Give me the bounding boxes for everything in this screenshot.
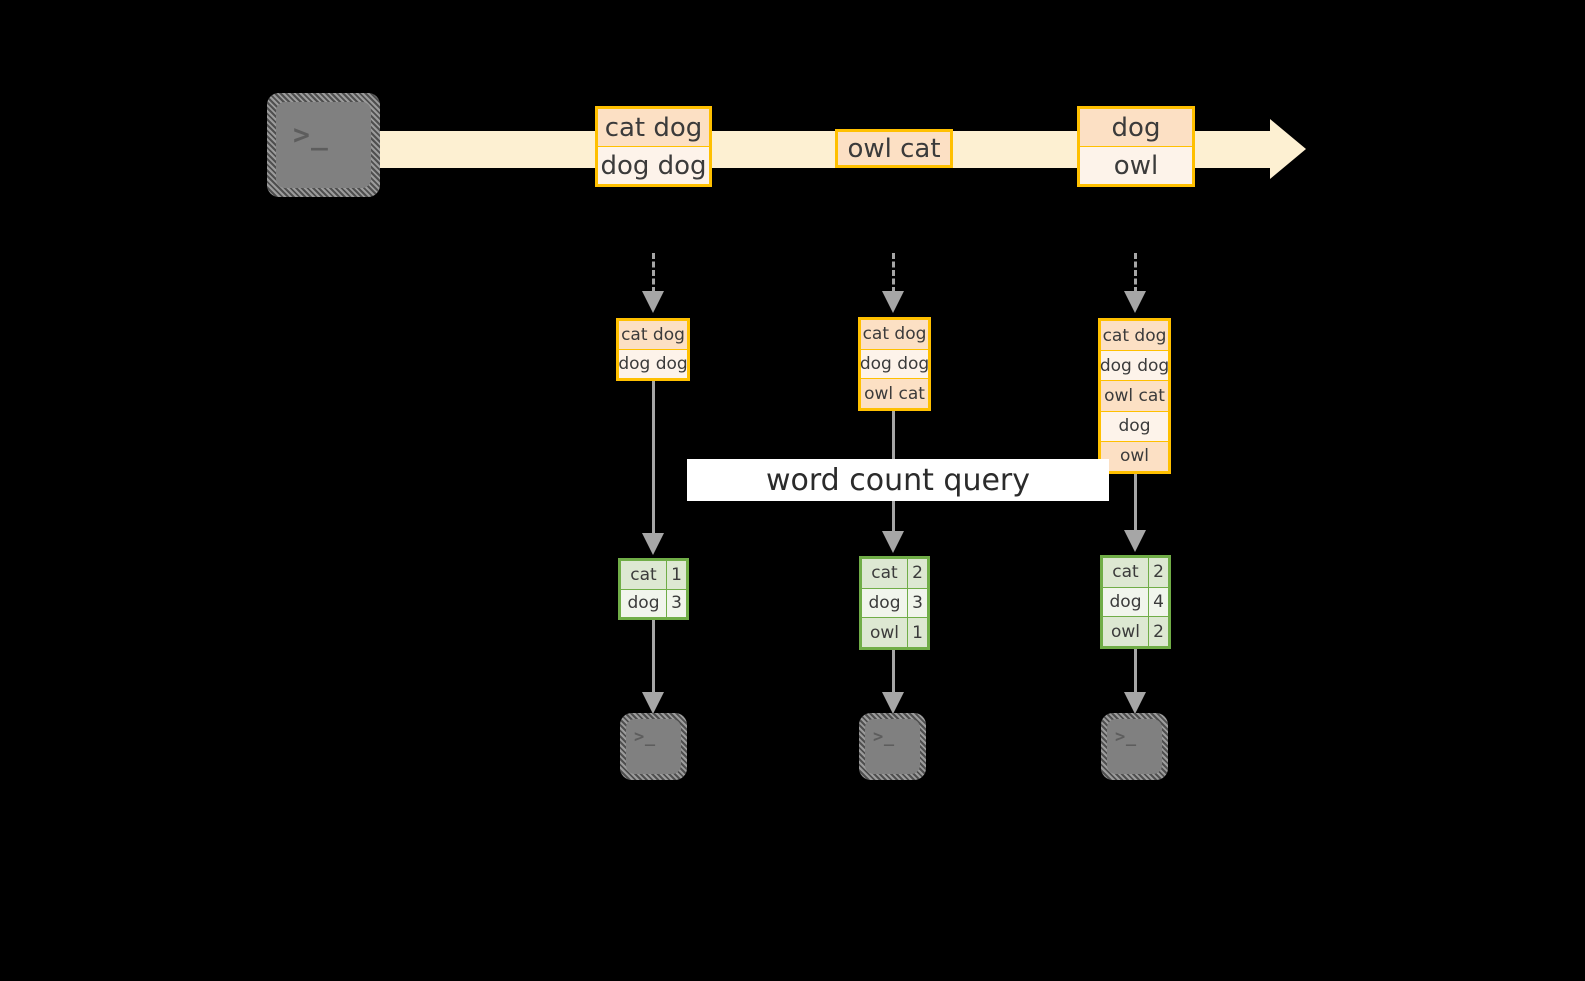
trigger-connector-1 (652, 253, 655, 293)
message-line: cat dog (598, 109, 709, 146)
state-line: cat dog (1101, 321, 1168, 351)
table-cell-word: cat (862, 559, 908, 588)
query-connector-3 (1134, 474, 1137, 532)
state-line: owl (1101, 440, 1168, 472)
query-arrowhead-1 (642, 533, 664, 555)
state-line: owl cat (1101, 380, 1168, 411)
source-terminal[interactable]: >_ (267, 93, 380, 197)
sink-terminal-1[interactable]: >_ (620, 713, 687, 780)
stream-message-2[interactable]: owl cat (835, 129, 953, 168)
trigger-arrowhead-1 (642, 291, 664, 313)
terminal-prompt-icon: >_ (1115, 727, 1137, 747)
message-line: owl cat (838, 132, 950, 165)
stream-message-1[interactable]: cat dog dog dog (595, 106, 712, 187)
table-cell-count: 4 (1149, 587, 1168, 617)
state-box-1[interactable]: cat dog dog dog (616, 318, 690, 381)
terminal-screen (1107, 719, 1162, 774)
table-cell-word: dog (621, 589, 667, 617)
table-cell-word: dog (862, 588, 908, 618)
table-cell-word: dog (1103, 587, 1149, 617)
trigger-connector-2 (892, 253, 895, 293)
trigger-arrowhead-2 (882, 291, 904, 313)
result-table-1[interactable]: cat 1 dog 3 (618, 558, 689, 620)
table-cell-count: 2 (908, 559, 927, 588)
trigger-arrowhead-3 (1124, 291, 1146, 313)
table-cell-word: owl (862, 618, 908, 648)
table-cell-count: 1 (667, 561, 686, 589)
table-cell-word: owl (1103, 617, 1149, 647)
result-table-3[interactable]: cat 2 dog 4 owl 2 (1100, 555, 1171, 649)
table-row: cat 2 (1103, 558, 1168, 587)
table-row: cat 2 (862, 559, 927, 588)
state-line: dog dog (1100, 350, 1169, 381)
state-line: cat dog (861, 320, 928, 349)
table-cell-count: 2 (1149, 558, 1168, 587)
table-cell-word: cat (621, 561, 667, 589)
state-line: dog dog (860, 348, 929, 379)
state-line: dog (1101, 410, 1168, 441)
terminal-screen (626, 719, 681, 774)
message-line: owl (1080, 146, 1192, 184)
sink-terminal-2[interactable]: >_ (859, 713, 926, 780)
stream-arrowhead (1270, 119, 1306, 179)
trigger-connector-3 (1134, 253, 1137, 293)
query-arrowhead-3 (1124, 530, 1146, 552)
state-box-3[interactable]: cat dog dog dog owl cat dog owl (1098, 318, 1171, 474)
table-row: dog 3 (621, 588, 686, 617)
sink-terminal-3[interactable]: >_ (1101, 713, 1168, 780)
terminal-prompt-icon: >_ (293, 118, 329, 151)
table-cell-count: 2 (1149, 617, 1168, 647)
state-box-2[interactable]: cat dog dog dog owl cat (858, 317, 931, 411)
query-connector-1 (652, 381, 655, 535)
state-line: owl cat (861, 378, 928, 409)
table-cell-word: cat (1103, 558, 1149, 587)
query-arrowhead-2 (882, 531, 904, 553)
sink-connector-1 (652, 620, 655, 694)
table-row: owl 2 (1103, 616, 1168, 647)
table-cell-count: 3 (667, 589, 686, 617)
table-row: cat 1 (621, 561, 686, 589)
table-cell-count: 1 (908, 618, 927, 648)
table-row: dog 3 (862, 587, 927, 618)
table-row: dog 4 (1103, 586, 1168, 617)
message-line: dog (1080, 109, 1192, 146)
query-label: word count query (687, 459, 1109, 501)
table-cell-count: 3 (908, 588, 927, 618)
stream-message-3[interactable]: dog owl (1077, 106, 1195, 187)
state-line: dog dog (618, 349, 688, 378)
sink-connector-3 (1134, 649, 1137, 694)
result-table-2[interactable]: cat 2 dog 3 owl 1 (859, 556, 930, 650)
table-row: owl 1 (862, 617, 927, 648)
sink-arrowhead-2 (882, 692, 904, 714)
terminal-prompt-icon: >_ (873, 727, 895, 747)
terminal-screen (865, 719, 920, 774)
terminal-prompt-icon: >_ (634, 727, 656, 747)
sink-arrowhead-1 (642, 692, 664, 714)
state-line: cat dog (619, 321, 687, 349)
sink-connector-2 (892, 650, 895, 694)
sink-arrowhead-3 (1124, 692, 1146, 714)
message-line: dog dog (598, 146, 709, 184)
terminal-screen (276, 102, 371, 188)
